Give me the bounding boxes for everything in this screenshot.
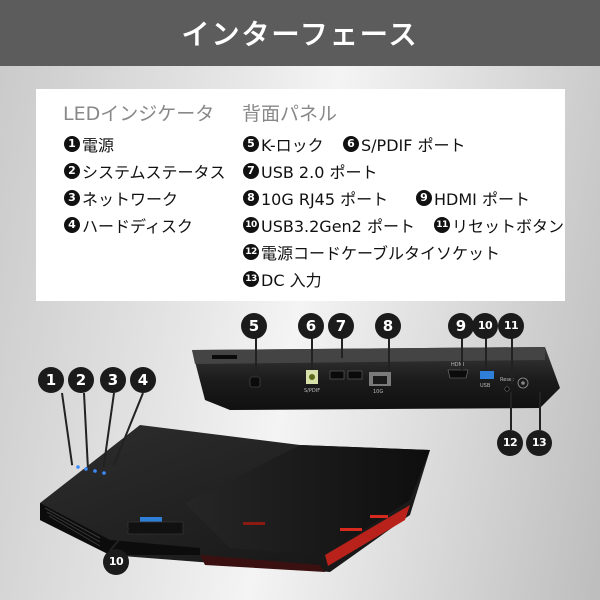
rear-item-label: リセットボタン [452,217,565,236]
number-badge: 9 [416,190,432,206]
callout-4: 4 [130,367,156,393]
rear-item-label: DC 入力 [261,271,322,290]
number-badge: 2 [64,163,80,179]
number-badge: 12 [243,244,259,260]
number-badge: 1 [64,136,80,152]
rear-item-label: S/PDIF ポート [361,136,466,155]
led-item-label: ネットワーク [82,190,179,209]
led-item-power: 1 電源 [64,132,114,156]
number-badge: 8 [243,190,259,206]
callout-7: 7 [328,313,354,339]
leader-line [341,338,343,358]
callout-10: 10 [472,313,498,339]
leader-line [388,338,390,372]
rear-item-reset: 11 リセットボタン [434,213,564,237]
led-item-system-status: 2 システムステータス [64,159,226,183]
callout-8: 8 [375,313,401,339]
callout-11: 11 [498,313,524,339]
reset-port-label: Reset [500,377,514,383]
rear-item-label: 10G RJ45 ポート [261,190,389,209]
rear-item-label: USB 2.0 ポート [261,163,378,182]
rear-item-k-lock: 5 K-ロック [243,132,324,156]
led-item-label: ハードディスク [82,217,193,236]
rear-item-spdif: 6 S/PDIF ポート [343,132,466,156]
rear-item-label: 電源コードケーブルタイソケット [261,244,501,263]
callout-3: 3 [100,367,126,393]
callout-6: 6 [298,313,324,339]
number-badge: 13 [243,271,259,287]
rear-item-usb20: 7 USB 2.0 ポート [243,159,377,183]
usb-port-label: USB [480,383,491,389]
rear-item-label: HDMI ポート [434,190,530,209]
number-badge: 11 [434,217,450,233]
legend-card: LEDインジケータ 背面パネル 1 電源 2 システムステータス 3 ネットワー… [36,89,565,301]
leader-line [311,338,313,370]
callout-12: 12 [497,430,523,456]
rear-panel-heading: 背面パネル [242,103,338,125]
callout-1: 1 [38,367,64,393]
led-item-label: 電源 [82,136,115,155]
callout-2: 2 [68,367,94,393]
leader-line [510,392,512,430]
callout-9: 9 [448,313,474,339]
led-item-label: システムステータス [82,163,226,182]
led-item-network: 3 ネットワーク [64,186,178,210]
led-item-hard-disk: 4 ハードディスク [64,213,193,237]
callout-5: 5 [241,313,267,339]
rear-item-usb32: 10 USB3.2Gen2 ポート [243,213,415,237]
number-badge: 4 [64,217,80,233]
leader-line [461,338,463,370]
rear-item-hdmi: 9 HDMI ポート [416,186,530,210]
number-badge: 3 [64,190,80,206]
header-bar: インターフェース [0,0,600,66]
rear-item-label: USB3.2Gen2 ポート [261,217,415,236]
rear-item-dc-in: 13 DC 入力 [243,267,322,291]
callout-13: 13 [526,430,552,456]
rear-item-cable-tie-socket: 12 電源コードケーブルタイソケット [243,240,500,264]
led-heading: LEDインジケータ [63,103,215,125]
leader-line [539,392,541,430]
spdif-port-label: S/PDIF [304,388,320,394]
leader-line [255,338,257,376]
number-badge: 5 [243,136,259,152]
rj45-port-label: 10G [373,389,383,395]
hdmi-port-label: HDMI [451,362,464,368]
number-badge: 6 [343,136,359,152]
number-badge: 7 [243,163,259,179]
leader-line [485,338,487,371]
leader-line [511,338,513,384]
rear-item-10g-rj45: 8 10G RJ45 ポート [243,186,388,210]
page-title: インターフェース [181,18,419,51]
callout-10-front: 10 [103,549,129,575]
rear-item-label: K-ロック [261,136,324,155]
number-badge: 10 [243,217,259,233]
